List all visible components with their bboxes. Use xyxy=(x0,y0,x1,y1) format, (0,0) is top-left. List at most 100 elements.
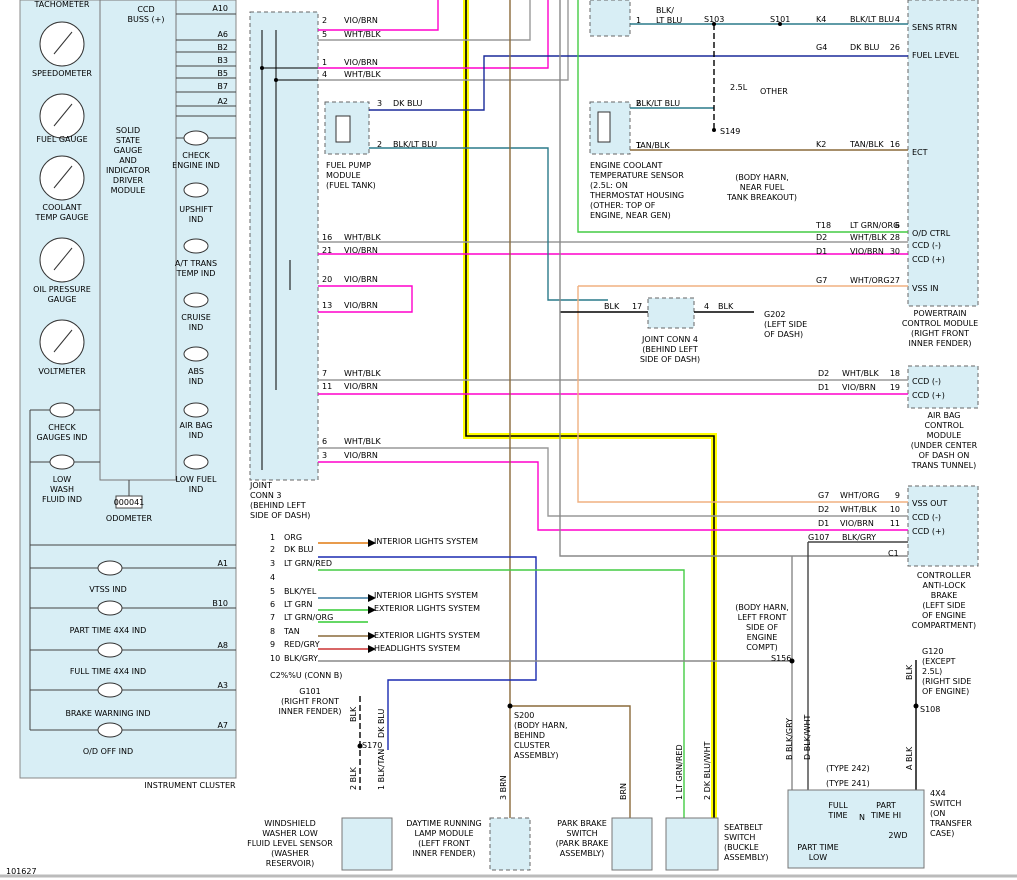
solid-state-module-box xyxy=(99,0,177,481)
conn-b-system: INTERIOR LIGHTS SYSTEM xyxy=(374,537,478,546)
vertical-wire-label: 3 BRN xyxy=(499,775,508,800)
top-sensor-wire: BLK/LT BLU xyxy=(656,6,682,25)
switch-position-label: N xyxy=(859,813,865,822)
od-off-bulb-icon xyxy=(97,722,123,738)
cluster-pin: A1 xyxy=(217,559,228,568)
gauges xyxy=(39,21,85,365)
lower-indicator-label: FULL TIME 4X4 IND xyxy=(70,667,146,676)
pcm-pin-name: FUEL LEVEL xyxy=(912,51,960,60)
conn-b-pin: 4 xyxy=(270,573,275,582)
vertical-wire-label: BLK xyxy=(349,706,358,722)
abs-circuit: D2 xyxy=(818,505,829,514)
cluster-pin: B7 xyxy=(217,82,228,91)
lower-indicator-label: VTSS IND xyxy=(89,585,127,594)
jc3-wire-color: VIO/BRN xyxy=(344,58,378,67)
pcm-circuit: K2 xyxy=(816,140,826,149)
cluster-pin: A3 xyxy=(217,681,228,690)
jc4-wire: BLK xyxy=(604,302,620,311)
fuel-pump-pin: 3 xyxy=(377,99,382,108)
conn-b-pin: 7 xyxy=(270,613,275,622)
pcm-circuit: D2 xyxy=(816,233,827,242)
conn-b-wire: ORG xyxy=(284,533,302,542)
abs-wire: WHT/BLK xyxy=(840,505,877,514)
jc4-pin: 4 xyxy=(704,302,709,311)
jc3-wire-color: VIO/BRN xyxy=(344,382,378,391)
joint-conn-3-box xyxy=(249,11,319,481)
abs-wire: BLK/GRY xyxy=(842,533,876,542)
vertical-wire-label: 1 LT GRN/RED xyxy=(675,744,684,800)
cluster-title: INSTRUMENT CLUSTER xyxy=(144,781,236,790)
airbag-pin-name: CCD (+) xyxy=(912,391,945,400)
conn-b-system: INTERIOR LIGHTS SYSTEM xyxy=(374,591,478,600)
cluster-pin: A7 xyxy=(217,721,228,730)
low-wash-bulb-icon xyxy=(49,454,75,470)
fuel-pump-wire: BLK/LT BLU xyxy=(393,140,437,149)
ect-pin: 2 xyxy=(636,99,641,108)
conn-b-system: EXTERIOR LIGHTS SYSTEM xyxy=(374,604,480,613)
vio-brn-wires xyxy=(318,0,908,531)
conn-b-wire: RED/GRY xyxy=(284,640,320,649)
splice-label: S200 xyxy=(514,711,534,720)
conn-b-label: C2%%U (CONN B) xyxy=(270,671,342,680)
wht-blk-wires xyxy=(318,0,908,517)
switch-position-label: 2WD xyxy=(888,831,907,840)
vertical-wire-label: BLK xyxy=(905,664,914,680)
jc3-pin: 5 xyxy=(322,30,327,39)
conn-b-wire: DK BLU xyxy=(284,545,313,554)
pcm-pin-name: CCD (-) xyxy=(912,241,941,250)
jc3-wire-color: VIO/BRN xyxy=(344,451,378,460)
ect-wire: TAN/BLK xyxy=(635,141,670,150)
cluster-pin: A2 xyxy=(217,97,228,106)
jc3-pin: 6 xyxy=(322,437,327,446)
airbag-pin-name: CCD (-) xyxy=(912,377,941,386)
pcm-pin: 16 xyxy=(890,140,900,149)
washer-sensor-box xyxy=(341,817,393,871)
conn-b-pin: 9 xyxy=(270,640,275,649)
jc3-pin: 16 xyxy=(322,233,332,242)
low-fuel-bulb-icon xyxy=(183,454,209,470)
vtss-bulb-icon xyxy=(97,560,123,576)
ect-pin: 1 xyxy=(636,141,641,150)
airbag-wire: VIO/BRN xyxy=(842,383,876,392)
lt-grn-org-wire xyxy=(577,0,908,233)
cluster-pin: A6 xyxy=(217,30,228,39)
abs-circuit: G107 xyxy=(808,533,829,542)
cluster-pin: A10 xyxy=(212,4,228,13)
splice-label: S170 xyxy=(362,741,382,750)
conn-b-pin: 8 xyxy=(270,627,275,636)
abs-wire: VIO/BRN xyxy=(840,519,874,528)
lower-indicator-label: PART TIME 4X4 IND xyxy=(70,626,147,635)
jc3-pin: 2 xyxy=(322,16,327,25)
pcm-wire-color: LT GRN/ORG xyxy=(850,221,899,230)
abs-bulb-icon xyxy=(183,346,209,362)
system-arrows xyxy=(368,539,376,653)
diagram-labels: INSTRUMENT CLUSTERTACHOMETERSPEEDOMETERF… xyxy=(6,0,978,876)
abs-pin-name: VSS OUT xyxy=(912,499,947,508)
abs-pin-name: CCD (+) xyxy=(912,527,945,536)
jc3-pin: 7 xyxy=(322,369,327,378)
cluster-pin: B5 xyxy=(217,69,228,78)
jc3-pin: 11 xyxy=(322,382,332,391)
brake-warning-bulb-icon xyxy=(97,682,123,698)
pcm-pin: 26 xyxy=(890,43,900,52)
jc3-wire-color: WHT/BLK xyxy=(344,70,381,79)
